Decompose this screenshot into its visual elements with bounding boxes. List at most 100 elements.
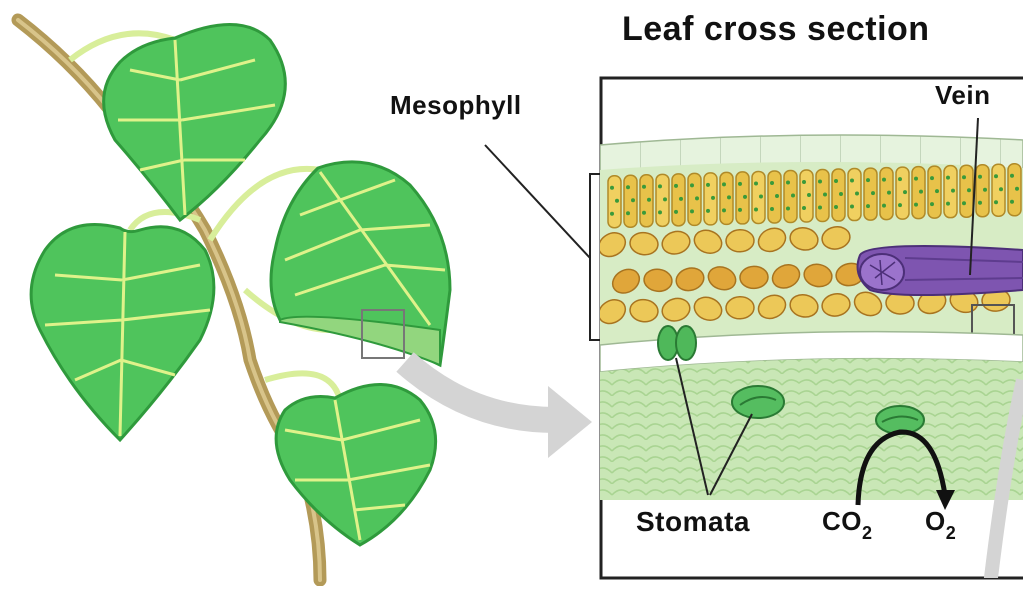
palisade-cell	[880, 168, 893, 220]
chloroplast	[946, 176, 950, 180]
chloroplast	[967, 188, 971, 192]
palisade-cell	[656, 174, 669, 226]
chloroplast	[818, 206, 822, 210]
chloroplast	[898, 203, 902, 207]
mesophyll-leader	[485, 145, 590, 258]
chloroplast	[663, 197, 667, 201]
chloroplast	[919, 190, 923, 194]
palisade-cell	[672, 174, 685, 226]
chloroplast	[882, 178, 886, 182]
palisade-cell	[800, 170, 813, 222]
leaf-bottom	[276, 384, 436, 545]
chloroplast	[770, 181, 774, 185]
palisade-cell	[912, 167, 925, 219]
chloroplast	[914, 203, 918, 207]
chloroplast	[914, 177, 918, 181]
palisade-cell	[992, 164, 1005, 216]
vein-label: Vein	[935, 80, 990, 111]
palisade-cell	[768, 171, 781, 223]
chloroplast	[631, 198, 635, 202]
chloroplast	[818, 180, 822, 184]
palisade-cell	[752, 171, 765, 223]
chloroplast	[738, 208, 742, 212]
chloroplast	[722, 208, 726, 212]
spongy-cell	[740, 266, 769, 289]
palisade-cell	[848, 169, 861, 221]
palisade-cell	[704, 173, 717, 225]
chloroplast	[930, 176, 934, 180]
chloroplast	[711, 196, 715, 200]
palisade-cell	[928, 166, 941, 218]
leaf-top	[104, 24, 286, 220]
chloroplast	[754, 181, 758, 185]
chloroplast	[999, 187, 1003, 191]
co2-subscript: 2	[862, 523, 873, 543]
chloroplast	[679, 197, 683, 201]
palisade-cell	[1008, 164, 1021, 216]
chloroplast	[610, 212, 614, 216]
chloroplast	[887, 191, 891, 195]
chloroplast	[1010, 174, 1014, 178]
chloroplast	[834, 205, 838, 209]
chloroplast	[754, 207, 758, 211]
spongy-cell	[726, 229, 755, 252]
palisade-cell	[688, 173, 701, 225]
chloroplast	[850, 179, 854, 183]
chloroplast	[786, 206, 790, 210]
chloroplast	[978, 201, 982, 205]
chloroplast	[898, 177, 902, 181]
chloroplast	[695, 196, 699, 200]
chloroplast	[807, 193, 811, 197]
chloroplast	[802, 180, 806, 184]
chloroplast	[674, 210, 678, 214]
co2-label: CO2	[822, 506, 873, 537]
chloroplast	[706, 209, 710, 213]
chloroplast	[946, 202, 950, 206]
palisade-cell	[976, 165, 989, 217]
chloroplast	[882, 204, 886, 208]
diagram-title: Leaf cross section	[622, 10, 930, 49]
chloroplast	[994, 174, 998, 178]
chloroplast	[722, 182, 726, 186]
chloroplast	[743, 195, 747, 199]
chloroplast	[615, 199, 619, 203]
o2-subscript: 2	[946, 523, 957, 543]
chloroplast	[690, 209, 694, 213]
chloroplast	[951, 189, 955, 193]
mesophyll-bracket	[590, 174, 600, 340]
palisade-cell	[784, 170, 797, 222]
palisade-cell	[720, 172, 733, 224]
chloroplast	[727, 195, 731, 199]
chloroplast	[930, 202, 934, 206]
chloroplast	[610, 186, 614, 190]
chloroplast	[983, 188, 987, 192]
chloroplast	[658, 184, 662, 188]
chloroplast	[775, 194, 779, 198]
chloroplast	[839, 192, 843, 196]
palisade-cell	[896, 167, 909, 219]
chloroplast	[770, 207, 774, 211]
chloroplast	[690, 183, 694, 187]
chloroplast	[642, 185, 646, 189]
chloroplast	[626, 185, 630, 189]
chloroplast	[866, 178, 870, 182]
chloroplast	[978, 175, 982, 179]
chloroplast	[706, 183, 710, 187]
o2-main: O	[925, 506, 946, 536]
palisade-cell	[816, 170, 829, 222]
chloroplast	[791, 193, 795, 197]
chloroplast	[674, 184, 678, 188]
leaf-right	[271, 162, 450, 365]
chloroplast	[962, 175, 966, 179]
chloroplast	[647, 198, 651, 202]
stoma	[732, 386, 784, 418]
chloroplast	[866, 204, 870, 208]
chloroplast	[823, 193, 827, 197]
palisade-cell	[640, 175, 653, 227]
palisade-cell	[624, 175, 637, 227]
chloroplast	[935, 189, 939, 193]
chloroplast	[642, 211, 646, 215]
stomata-label: Stomata	[636, 506, 750, 538]
leaf-left	[31, 224, 214, 440]
palisade-cell	[864, 168, 877, 220]
